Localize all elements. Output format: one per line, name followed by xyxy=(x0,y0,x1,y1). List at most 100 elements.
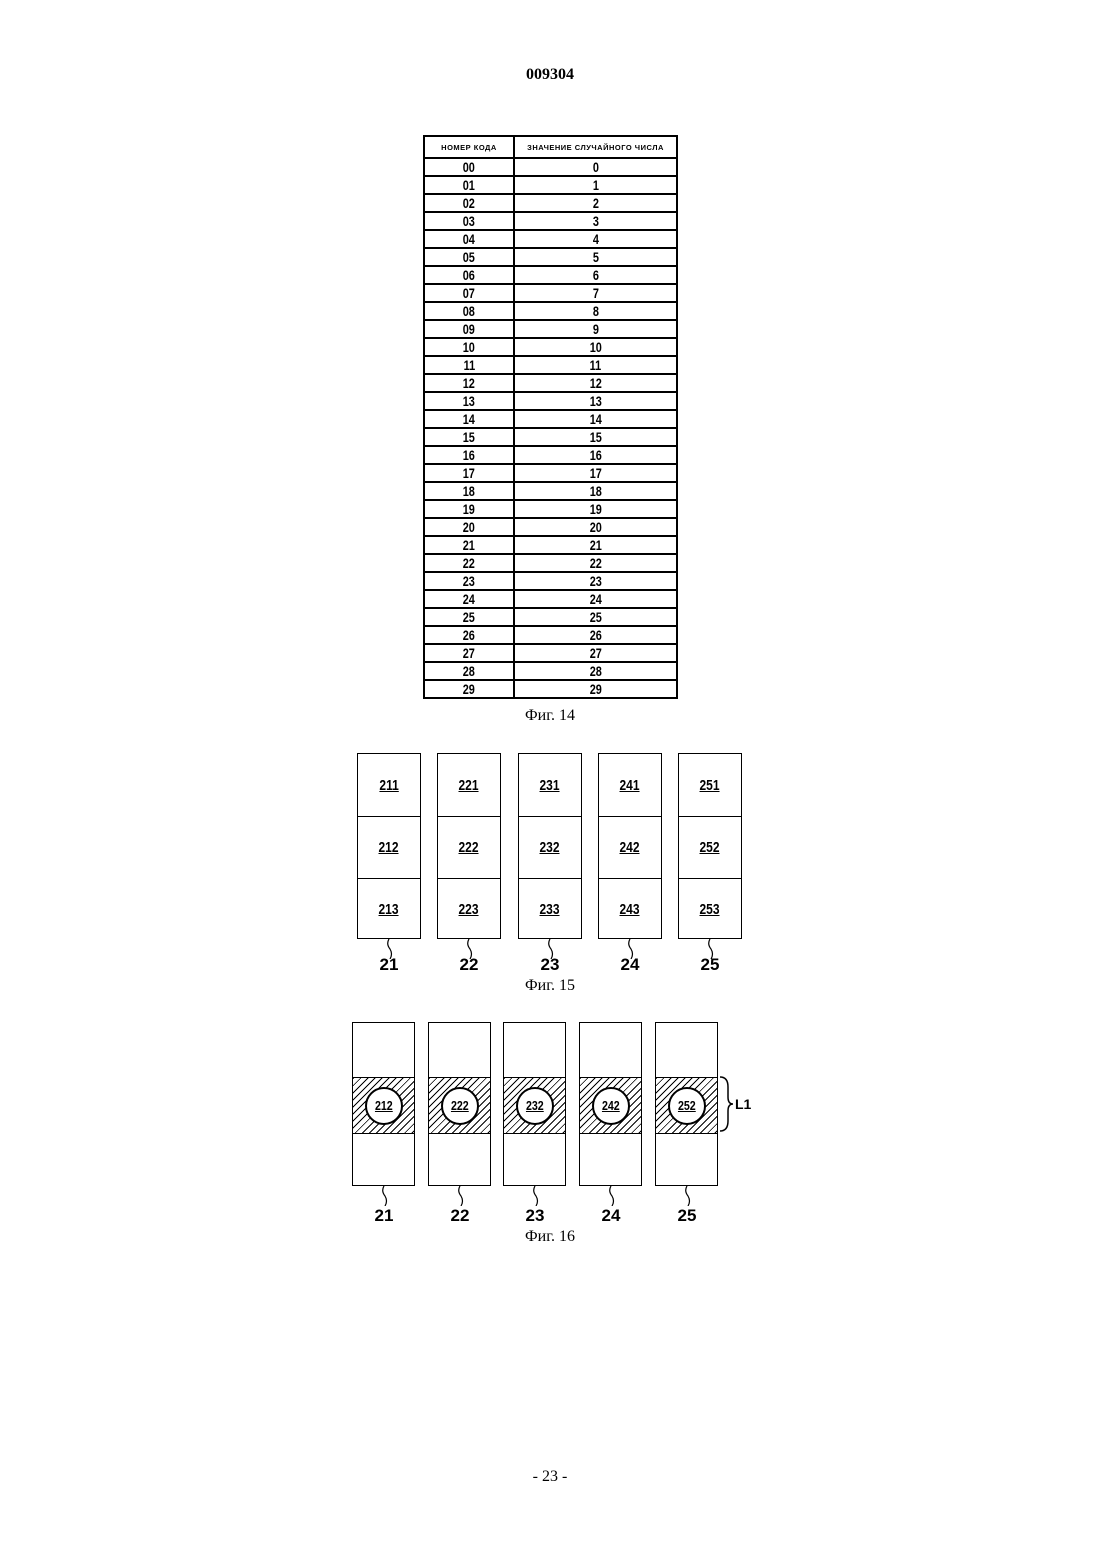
code-number: 23 xyxy=(463,573,475,589)
reel-symbol-cell: 243 xyxy=(599,878,661,940)
random-value-cell: 9 xyxy=(514,320,677,338)
random-value: 25 xyxy=(589,609,601,625)
reel-symbol-number: 221 xyxy=(459,777,479,794)
code-number: 04 xyxy=(463,231,475,247)
figure-14-caption: Фиг. 14 xyxy=(0,707,1100,725)
code-number: 05 xyxy=(463,249,475,265)
reel-symbol-cell: 223 xyxy=(438,878,500,940)
code-number: 17 xyxy=(463,465,475,481)
reel-symbol-number: 232 xyxy=(526,1098,544,1113)
table-row: 1515 xyxy=(424,428,677,446)
random-value-cell: 6 xyxy=(514,266,677,284)
reel-symbol-number: 222 xyxy=(459,839,479,856)
table-row: 1717 xyxy=(424,464,677,482)
code-number: 06 xyxy=(463,267,475,283)
code-number: 15 xyxy=(463,429,475,445)
table-row: 000 xyxy=(424,158,677,176)
code-number-cell: 11 xyxy=(424,356,514,374)
random-value: 29 xyxy=(589,681,601,697)
random-value: 1 xyxy=(592,177,598,193)
code-number: 03 xyxy=(463,213,475,229)
code-number-cell: 10 xyxy=(424,338,514,356)
document-number: 009304 xyxy=(0,66,1100,84)
page-number: - 23 - xyxy=(0,1468,1100,1486)
table-row: 022 xyxy=(424,194,677,212)
winning-line-band: 242 xyxy=(580,1077,641,1134)
random-value-cell: 16 xyxy=(514,446,677,464)
random-value-cell: 26 xyxy=(514,626,677,644)
random-value: 13 xyxy=(589,393,601,409)
reel-strip: 211212213 xyxy=(357,753,421,939)
random-value: 10 xyxy=(589,339,601,355)
table-row: 2626 xyxy=(424,626,677,644)
table-row: 05 5 xyxy=(424,248,677,266)
random-value-cell: 18 xyxy=(514,482,677,500)
table-row: 29 29 xyxy=(424,680,677,698)
random-value-cell: 5 xyxy=(514,248,677,266)
winning-line-band: 222 xyxy=(429,1077,490,1134)
random-value: 28 xyxy=(589,663,601,679)
code-number: 18 xyxy=(463,483,475,499)
highlighted-symbol-circle: 242 xyxy=(592,1087,630,1125)
code-number-cell: 14 xyxy=(424,410,514,428)
reel-strip: 241242243 xyxy=(598,753,662,939)
reel-symbol-cell: 233 xyxy=(519,878,581,940)
random-value-cell: 21 xyxy=(514,536,677,554)
reel-symbol-number: 252 xyxy=(700,839,720,856)
code-number: 12 xyxy=(463,375,475,391)
code-number: 22 xyxy=(463,555,475,571)
random-value-cell: 10 xyxy=(514,338,677,356)
reel-reference-label: 22 xyxy=(449,955,489,975)
winning-line-band: 232 xyxy=(504,1077,565,1134)
random-value-cell: 3 xyxy=(514,212,677,230)
random-value-cell: 13 xyxy=(514,392,677,410)
random-value-cell: 8 xyxy=(514,302,677,320)
table-row: 1414 xyxy=(424,410,677,428)
reel-symbol-number: 213 xyxy=(379,901,399,918)
code-number: 29 xyxy=(463,681,475,697)
reel-symbol-number: 243 xyxy=(620,901,640,918)
reel-symbol-cell: 213 xyxy=(358,878,420,940)
highlighted-symbol-circle: 212 xyxy=(365,1087,403,1125)
random-value-cell: 12 xyxy=(514,374,677,392)
code-number: 28 xyxy=(463,663,475,679)
leader-line-icon xyxy=(531,1186,541,1206)
reel-reference-label: 21 xyxy=(369,955,409,975)
line-l1-label: L1 xyxy=(735,1096,751,1112)
table-row: 21 21 xyxy=(424,536,677,554)
reel-strip: 222 xyxy=(428,1022,491,1186)
table-row: 1919 xyxy=(424,500,677,518)
random-value-cell: 15 xyxy=(514,428,677,446)
code-number-cell: 07 xyxy=(424,284,514,302)
reel-strip: 231 232233 xyxy=(518,753,582,939)
random-value: 21 xyxy=(589,537,601,553)
code-number: 21 xyxy=(463,537,475,553)
reel-symbol-number: 252 xyxy=(678,1098,696,1113)
table-row: 1616 xyxy=(424,446,677,464)
table-row: 2222 xyxy=(424,554,677,572)
reel-symbol-cell: 252 xyxy=(679,816,741,878)
figure-16-caption: Фиг. 16 xyxy=(0,1228,1100,1246)
winning-line-band: 252 xyxy=(656,1077,717,1134)
code-number-cell: 28 xyxy=(424,662,514,680)
code-number: 24 xyxy=(463,591,475,607)
reel-symbol-cell: 232 xyxy=(519,816,581,878)
code-number-cell: 12 xyxy=(424,374,514,392)
reel-symbol-number: 211 xyxy=(379,777,398,794)
reel-symbol-number: 242 xyxy=(620,839,640,856)
reel-symbol-number: 231 xyxy=(540,777,560,794)
table-header-row: НОМЕР КОДА ЗНАЧЕНИЕ СЛУЧАЙНОГО ЧИСЛА xyxy=(424,136,677,158)
reel-reference-label: 23 xyxy=(515,1206,555,1226)
code-number: 25 xyxy=(463,609,475,625)
highlighted-symbol-circle: 222 xyxy=(441,1087,479,1125)
table-row: 1111 xyxy=(424,356,677,374)
code-number-cell: 29 xyxy=(424,680,514,698)
reel-strip: 221 222 223 xyxy=(437,753,501,939)
code-number-cell: 04 xyxy=(424,230,514,248)
random-value: 17 xyxy=(589,465,601,481)
table-row: 03 3 xyxy=(424,212,677,230)
table-row: 1313 xyxy=(424,392,677,410)
code-number-cell: 15 xyxy=(424,428,514,446)
code-number-cell: 08 xyxy=(424,302,514,320)
code-number: 10 xyxy=(463,339,475,355)
